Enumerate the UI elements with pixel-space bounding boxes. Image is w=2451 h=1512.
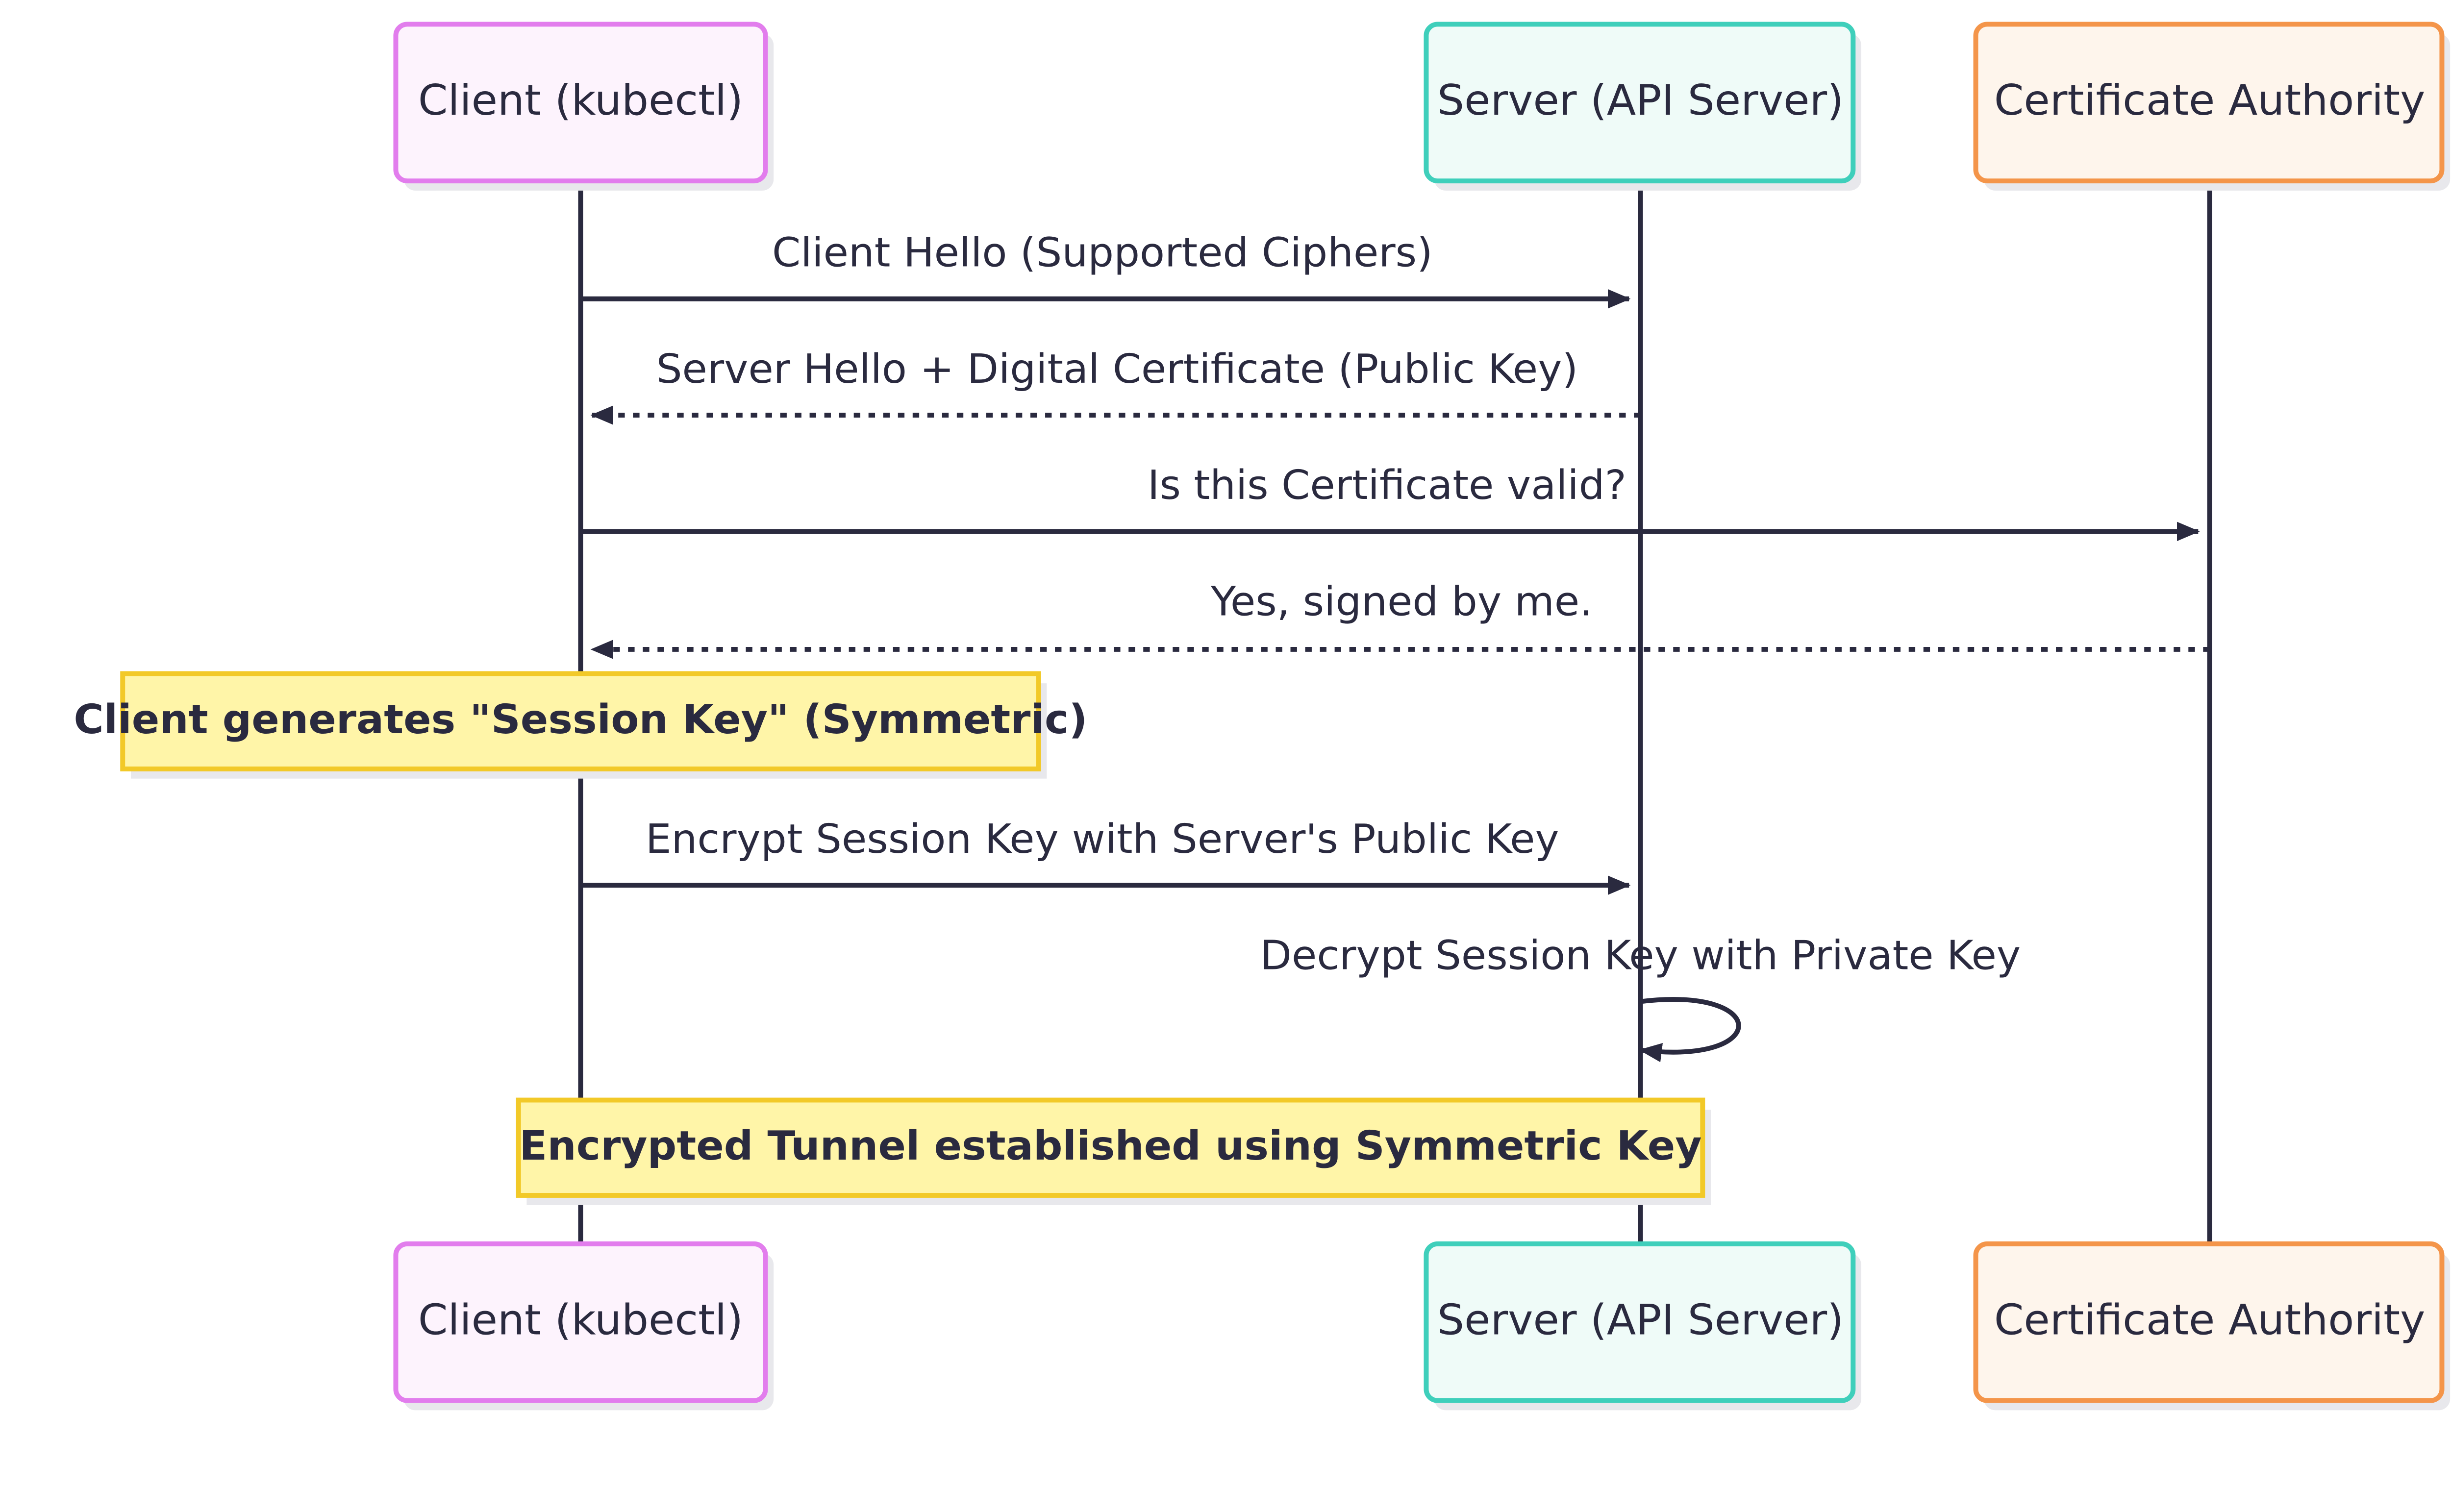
note-label: Encrypted Tunnel established using Symme… [519,1122,1701,1169]
note-label: Client generates "Session Key" (Symmetri… [74,696,1087,743]
self-loop-arrow [1639,997,1741,1063]
actor-server-label: Server (API Server) [1437,76,1844,125]
message-label: Decrypt Session Key with Private Key [1260,932,2021,979]
message-label: Encrypt Session Key with Server's Public… [646,815,1559,862]
actor-client-label: Client (kubectl) [418,76,743,125]
actor-client-top: Client (kubectl) [393,22,774,191]
actor-client-label: Client (kubectl) [418,1296,743,1344]
actor-server-bottom: Server (API Server) [1424,1241,1861,1411]
actor-server-label: Server (API Server) [1437,1296,1844,1344]
message-label: Is this Certificate valid? [1148,462,1626,509]
actor-ca-label: Certificate Authority [1994,76,2426,125]
message-decrypt-session-key: Decrypt Session Key with Private Key [1260,932,2021,1063]
actor-server-top: Server (API Server) [1424,22,1861,191]
actor-ca-top: Certificate Authority [1973,22,2451,191]
actor-client-bottom: Client (kubectl) [393,1241,774,1411]
actor-ca-label: Certificate Authority [1994,1296,2426,1344]
message-cert-valid: Is this Certificate valid? [580,462,2200,542]
message-encrypt-session-key: Encrypt Session Key with Server's Public… [580,815,1631,895]
message-label: Server Hello + Digital Certificate (Publ… [656,345,1578,392]
note-encrypted-tunnel: Encrypted Tunnel established using Symme… [516,1097,1711,1205]
message-client-hello: Client Hello (Supported Ciphers) [580,229,1631,309]
message-label: Client Hello (Supported Ciphers) [772,229,1433,276]
actor-ca-bottom: Certificate Authority [1973,1241,2451,1411]
message-label: Yes, signed by me. [1210,578,1593,625]
note-session-key: Client generates "Session Key" (Symmetri… [74,671,1088,779]
message-signed: Yes, signed by me. [590,578,2210,659]
message-server-hello: Server Hello + Digital Certificate (Publ… [590,345,1641,425]
